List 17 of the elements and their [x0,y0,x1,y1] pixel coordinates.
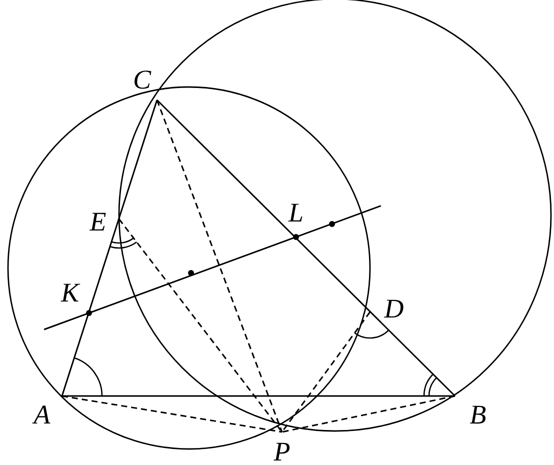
dashed-line [118,218,283,432]
line-segment [44,205,382,330]
line-segment [61,100,158,396]
dashed-line [156,100,283,432]
point-label: A [34,402,50,428]
line-segment [62,395,455,397]
dashed-line [62,395,282,433]
point-label: E [90,208,106,236]
line-segment [156,99,456,397]
point-label: C [133,66,151,94]
point-label: B [470,402,486,428]
point-label: P [274,438,290,465]
point-label: K [61,280,79,306]
dashed-line [282,395,456,433]
dashed-line [281,312,371,432]
point-label: D [384,296,404,322]
point-label: L [288,200,304,226]
